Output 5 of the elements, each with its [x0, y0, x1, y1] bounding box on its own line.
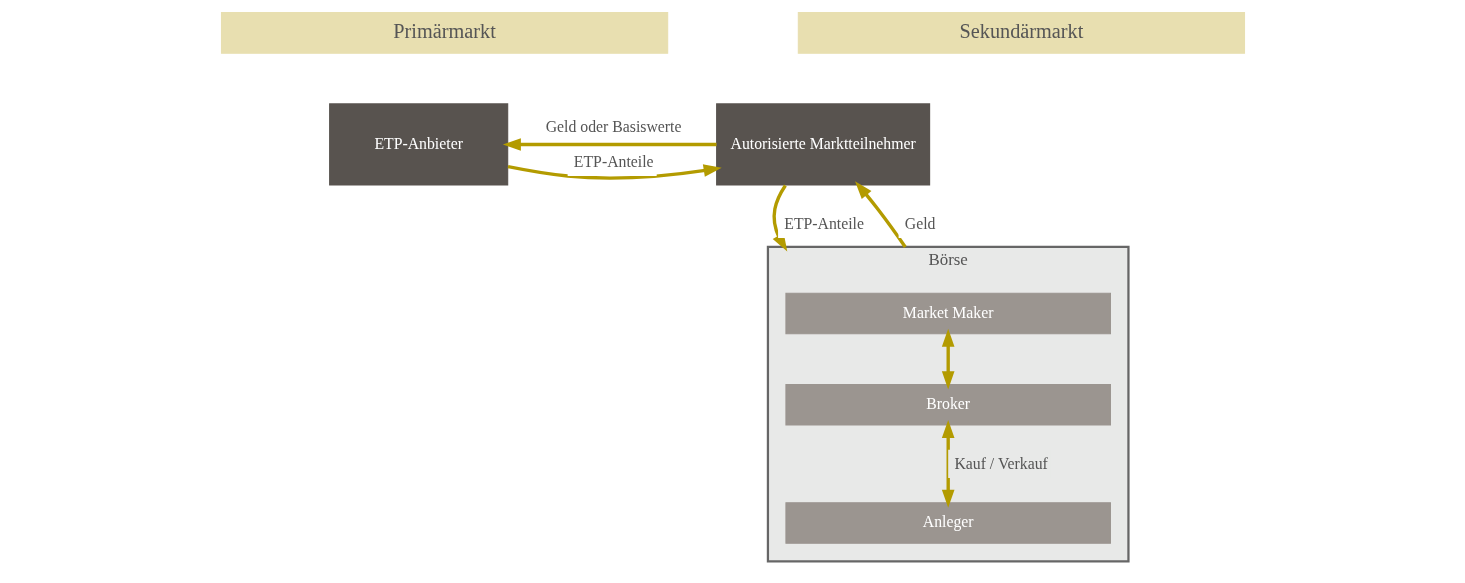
edge-label: Geld [904, 214, 935, 232]
edge-label: Geld oder Basiswerte [545, 117, 681, 135]
edge-label: ETP-Anteile [573, 152, 654, 170]
edge-label: ETP-Anteile [783, 214, 864, 232]
edge-label: Kauf / Verkauf [953, 454, 1048, 472]
